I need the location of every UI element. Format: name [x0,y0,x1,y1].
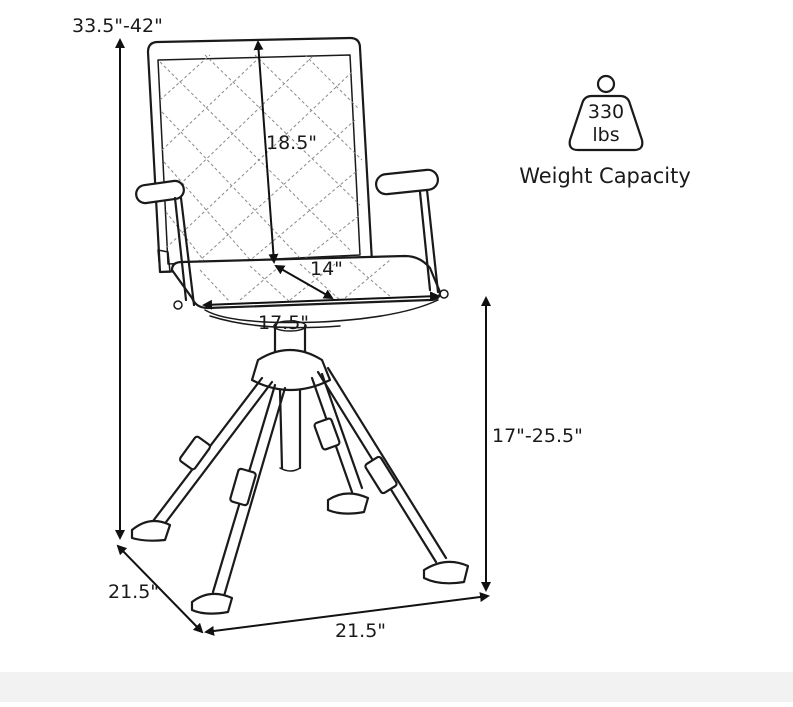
base-width-arrow [204,592,490,636]
base-depth-arrow [116,544,204,634]
seat-width-arrow [202,291,440,310]
total-height-label: 33.5"-42" [72,15,163,37]
left-armrest [135,179,196,310]
weight-unit: lbs [592,124,619,146]
base-width-label: 21.5" [335,620,386,642]
backrest-height-label: 18.5" [266,132,317,154]
seat-width-label: 17.5" [258,312,309,334]
weight-icon: 330 lbs [568,74,644,152]
base-depth-label: 21.5" [108,581,159,603]
bottom-band [0,672,793,702]
seat-height-label: 17"-25.5" [492,425,583,447]
weight-value: 330 [588,101,624,123]
dimension-arrows [115,38,491,636]
weight-capacity-label: Weight Capacity [519,164,691,188]
backrest-height-arrow [253,40,279,264]
right-armrest [375,168,449,299]
seat-depth-label: 14" [310,258,343,280]
